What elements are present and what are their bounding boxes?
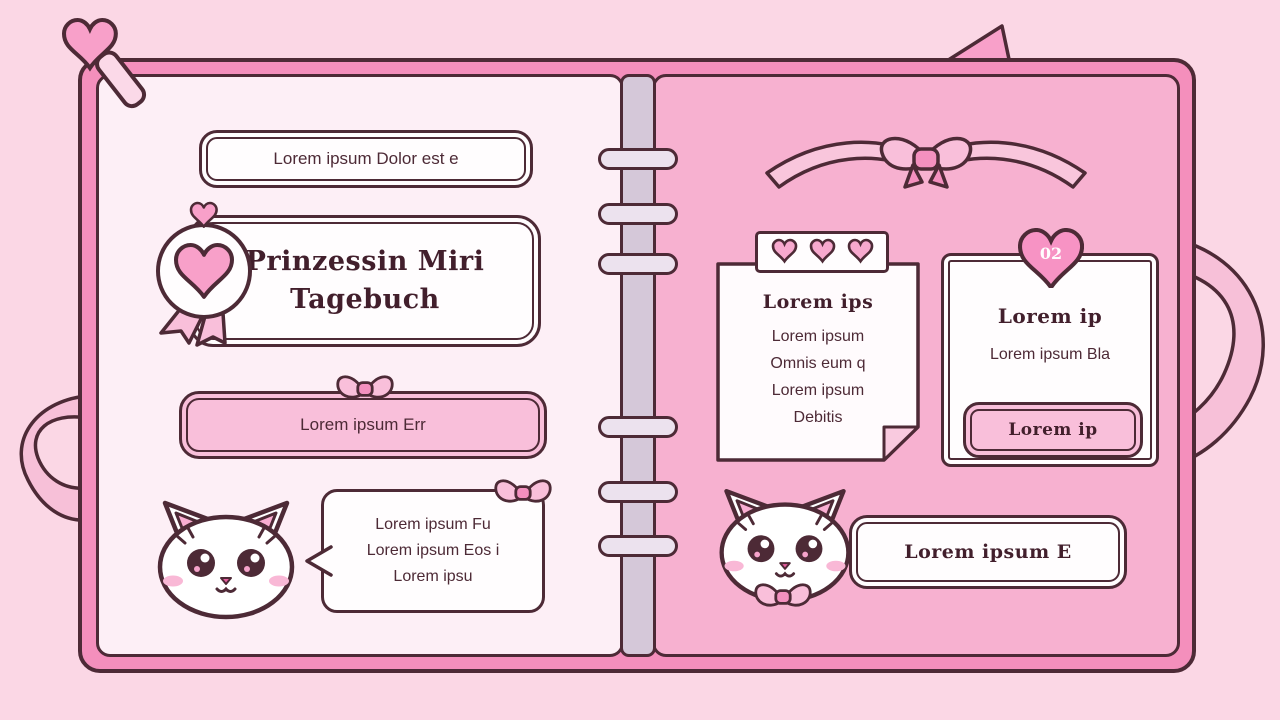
binding-rung [598, 203, 678, 225]
info-card: 02 Lorem ip Lorem ipsum Bla Lorem ip [941, 253, 1159, 467]
sticky-note: Lorem ips Lorem ipsum Omnis eum q Lorem … [715, 261, 921, 463]
heart-pen-icon [40, 12, 147, 109]
pink-banner-label: Lorem ipsum Err [300, 415, 426, 434]
ribbon-icon [765, 136, 1087, 189]
card-button: Lorem ip [963, 402, 1143, 458]
heart-icon [847, 238, 874, 263]
diary-title-line1: Prinzessin Miri [245, 246, 485, 277]
bow-icon [491, 473, 555, 513]
diary-title-line2: Tagebuch [290, 284, 440, 315]
heart-icon [809, 238, 836, 263]
bow-icon [751, 577, 815, 617]
card-title: Lorem ip [997, 304, 1103, 328]
bottom-banner-label: Lorem ipsum E [904, 541, 1072, 563]
binding-rung [598, 481, 678, 503]
hearts-row-icon [771, 238, 874, 263]
card-body-text: Lorem ipsum Bla [989, 346, 1111, 363]
bottom-banner: Lorem ipsum E [849, 515, 1127, 589]
heart-icon [771, 238, 798, 263]
binding-rung [598, 416, 678, 438]
bow-icon [333, 369, 397, 409]
title-plaque: Prinzessin Miri Tagebuch [189, 215, 541, 347]
heart-badge-icon [156, 201, 252, 347]
binding-rung [598, 148, 678, 170]
sticky-note-shape [716, 262, 920, 462]
heart-number-badge-icon: 02 [1018, 228, 1084, 288]
left-page: Lorem ipsum Dolor est e Prinzessin Miri … [96, 74, 624, 657]
spiral-binding [620, 74, 656, 657]
pink-banner: Lorem ipsum Err [179, 391, 547, 459]
speech-bubble-text: Lorem ipsum Fu Lorem ipsum Eos i Lorem i… [366, 516, 500, 585]
card-number: 02 [1040, 244, 1062, 263]
top-banner-label: Lorem ipsum Dolor est e [273, 149, 459, 168]
binding-rung [598, 535, 678, 557]
right-page: Lorem ips Lorem ipsum Omnis eum q Lorem … [652, 74, 1180, 657]
speech-bubble-tail-icon [305, 545, 333, 577]
top-banner: Lorem ipsum Dolor est e [199, 130, 533, 188]
binding-rung [598, 253, 678, 275]
cat-face-icon [151, 491, 301, 621]
sticky-note-tab [755, 231, 889, 273]
speech-bubble: Lorem ipsum Fu Lorem ipsum Eos i Lorem i… [321, 489, 545, 613]
card-button-label: Lorem ip [1008, 420, 1098, 440]
